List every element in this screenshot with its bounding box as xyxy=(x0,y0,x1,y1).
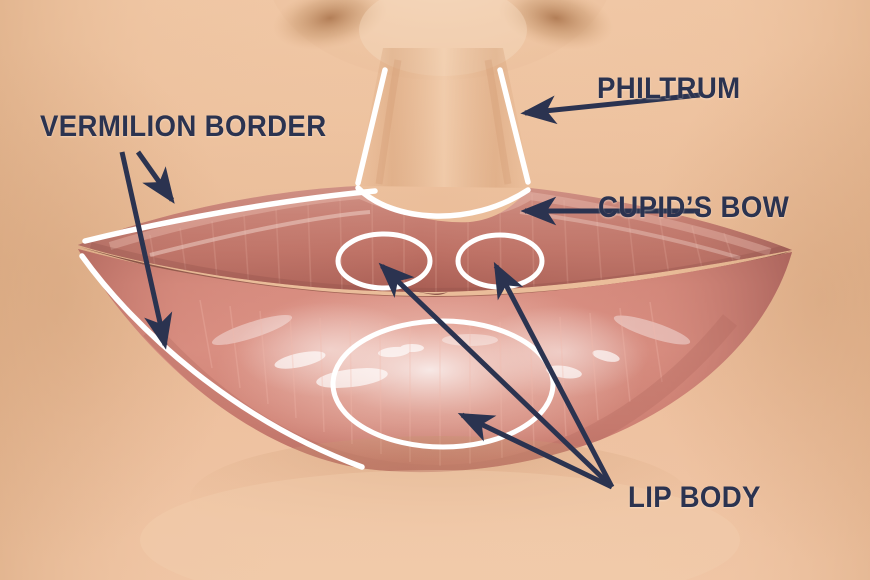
lip-body-arrow-lower xyxy=(457,412,614,490)
lip-body-arrow-upper-left xyxy=(378,262,614,489)
vermilion-border-arrow-upper xyxy=(135,150,175,204)
lip-body-ellipse-upper-left xyxy=(335,231,433,291)
vermilion-border-upper-line xyxy=(82,188,378,244)
vermilion-border-arrow-lower xyxy=(119,151,173,350)
philtrum-ridge-left xyxy=(375,59,402,185)
lip-body-markers xyxy=(330,231,556,450)
philtrum-ridge-right xyxy=(484,59,512,185)
lip-body-arrows xyxy=(378,261,615,490)
philtrum-line-right xyxy=(497,67,531,185)
lip-body-ellipse-lower xyxy=(330,318,556,450)
nostril-left xyxy=(272,0,388,50)
label-cupids-bow: CUPID’S BOW xyxy=(598,191,790,224)
mouth-center-notch xyxy=(398,284,448,295)
philtrum-arrow xyxy=(520,92,701,125)
vermilion-border-marker xyxy=(79,188,378,470)
vermilion-border-lower-line xyxy=(79,253,365,470)
nostril-right xyxy=(498,0,614,50)
philtrum-groove xyxy=(357,48,531,188)
lip-body-ellipse-upper-right xyxy=(455,232,545,290)
label-lip-body: LIP BODY xyxy=(628,481,761,514)
cupids-bow-marker xyxy=(355,185,531,219)
lip-body-arrow-upper-right xyxy=(493,261,615,489)
chin-highlight xyxy=(140,470,740,580)
label-philtrum: PHILTRUM xyxy=(597,72,741,105)
philtrum-marker xyxy=(355,67,531,186)
label-vermilion-border: VERMILION BORDER xyxy=(40,110,327,143)
philtrum-line-left xyxy=(355,67,388,186)
